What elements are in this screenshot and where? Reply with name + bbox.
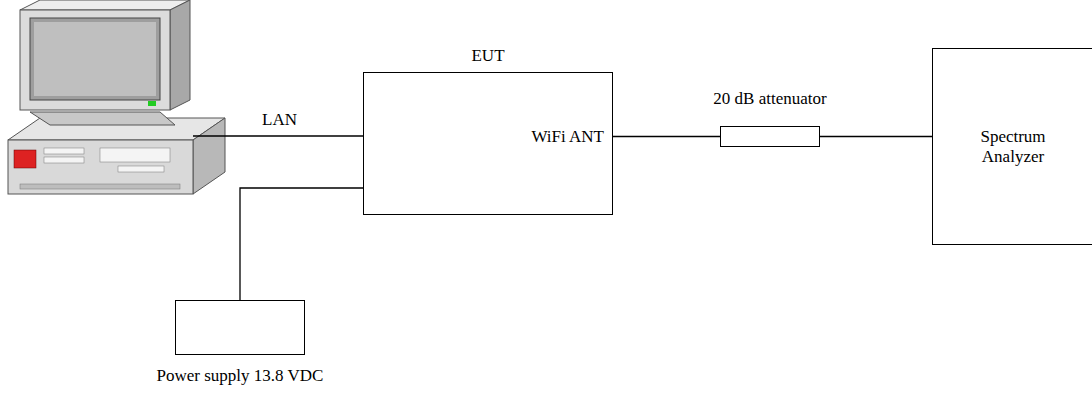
- cable: [820, 136, 932, 137]
- analyzer-box: Spectrum Analyzer: [932, 48, 1092, 245]
- antenna-label: WiFi ANT: [531, 127, 604, 147]
- eut-box: EUTWiFi ANT: [363, 72, 613, 215]
- computer: [8, 0, 225, 194]
- connection-label: LAN: [262, 110, 297, 130]
- power-supply-label: Power supply 13.8 VDC: [157, 366, 324, 386]
- attenuator-box: 20 dB attenuator: [720, 126, 820, 147]
- cable: [240, 188, 363, 300]
- attenuator-label: 20 dB attenuator: [713, 89, 826, 109]
- cable: [613, 136, 720, 137]
- analyzer-label: Spectrum Analyzer: [968, 126, 1058, 167]
- eut-label: EUT: [471, 46, 504, 66]
- power-supply-box: Power supply 13.8 VDC: [175, 300, 305, 355]
- lan-wire: [193, 135, 363, 136]
